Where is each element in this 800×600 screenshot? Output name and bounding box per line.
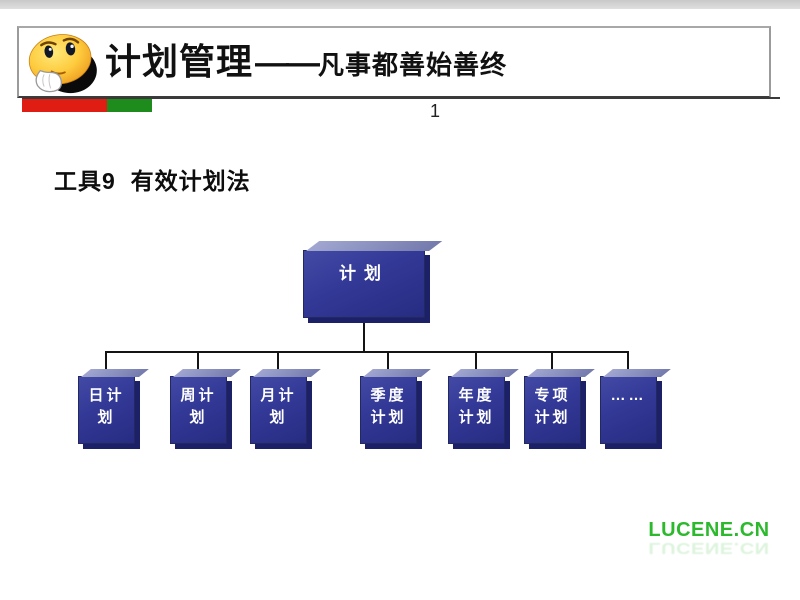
- top-strip: [0, 0, 800, 9]
- org-node-child: 专项计划: [524, 376, 581, 444]
- org-node-label: 年度计划: [458, 387, 495, 426]
- org-node-label: ……: [610, 387, 647, 404]
- page-number: 1: [429, 101, 440, 121]
- org-node-root: 计划: [303, 250, 425, 318]
- connector-horizontal: [105, 351, 629, 353]
- org-node-label: 月计划: [260, 387, 297, 426]
- title-subtitle: 凡事都善始善终: [318, 50, 508, 80]
- title-dash: ——: [255, 44, 320, 82]
- header-box: 计划管理 —— 凡事都善始善终: [17, 26, 771, 98]
- connector-drop: [551, 352, 553, 377]
- watermark-reflection: LUCENE.CN: [648, 539, 770, 557]
- org-node-child: ……: [600, 376, 657, 444]
- org-node-label: 季度计划: [370, 387, 407, 426]
- connector-drop: [627, 352, 629, 377]
- accent-bar-red: [22, 99, 107, 112]
- connector-drop: [197, 352, 199, 377]
- slide-subtitle: 工具9 有效计划法: [54, 168, 251, 194]
- org-node-child: 季度计划: [360, 376, 417, 444]
- org-node-label: 周计划: [180, 387, 217, 426]
- connector-drop: [475, 352, 477, 377]
- watermark-text: LUCENE.CN: [648, 519, 770, 541]
- watermark: LUCENE.CN LUCENE.CN: [645, 520, 773, 558]
- org-node-label: 计划: [339, 264, 389, 283]
- header-rule: [22, 97, 780, 99]
- connector-root-vertical: [363, 319, 365, 352]
- title-main: 计划管理: [105, 41, 254, 82]
- org-node-child: 年度计划: [448, 376, 505, 444]
- header-title: 计划管理 —— 凡事都善始善终: [105, 28, 507, 94]
- connector-drop: [105, 352, 107, 377]
- org-node-child: 周计划: [170, 376, 227, 444]
- thinking-face-emoji-icon: [28, 34, 97, 94]
- connector-drop: [277, 352, 279, 377]
- org-node-label: 专项计划: [534, 387, 571, 426]
- connector-drop: [387, 352, 389, 377]
- accent-bar-green: [107, 99, 152, 112]
- org-node-child: 月计划: [250, 376, 307, 444]
- org-node-label: 日计划: [88, 387, 125, 426]
- org-node-child: 日计划: [78, 376, 135, 444]
